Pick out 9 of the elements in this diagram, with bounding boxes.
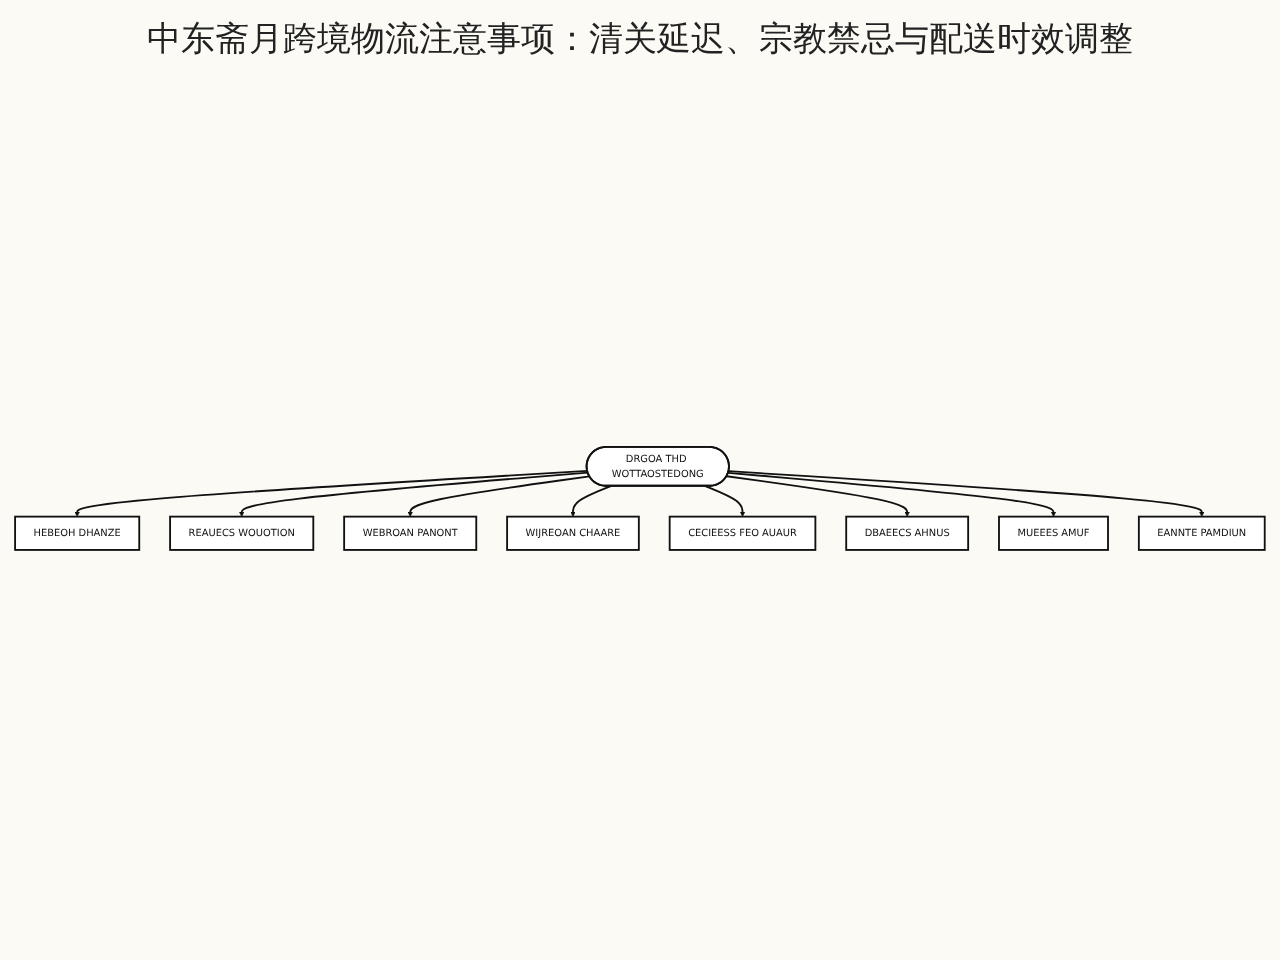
arrow — [74, 469, 589, 517]
arrow — [727, 469, 1205, 517]
title: 中东斋月跨境物流注意事项：清关延迟、宗教禁忌与配送时效调整 — [145, 18, 1135, 64]
arrow — [725, 474, 910, 517]
arrow — [570, 484, 612, 517]
arrow — [239, 471, 589, 517]
arrow — [704, 484, 746, 517]
arrow — [727, 471, 1057, 517]
arrow — [407, 474, 591, 517]
